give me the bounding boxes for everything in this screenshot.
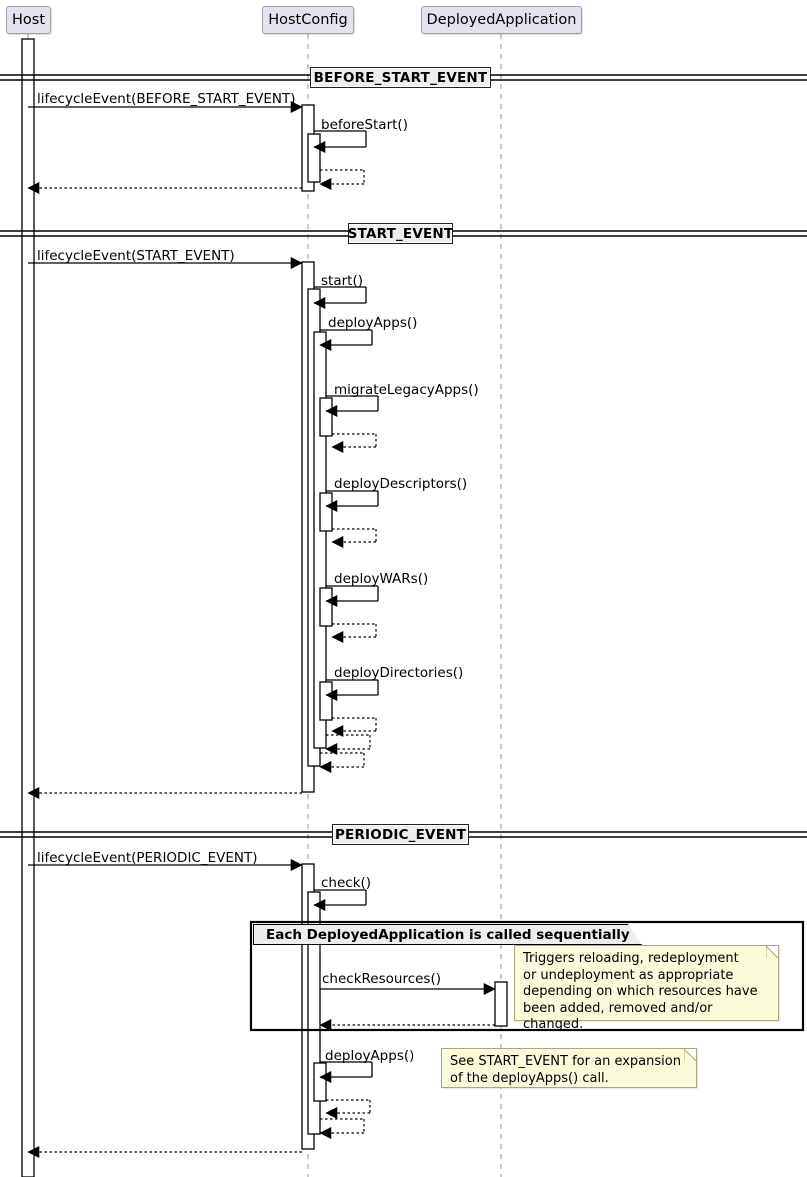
arrow-m11r-head	[319, 1127, 332, 1139]
message-label-m9: deployDirectories()	[334, 665, 464, 681]
note-fold-icon	[685, 1049, 696, 1060]
participant-deplapp[interactable]: DeployedApplication	[421, 6, 582, 34]
arrow-m5a-head	[319, 339, 332, 351]
note-fold-icon	[767, 946, 778, 957]
arrow-m12r-head	[319, 1019, 332, 1031]
arrow-m10-head	[290, 859, 303, 871]
message-label-m10: lifecycleEvent(PERIODIC_EVENT)	[37, 850, 258, 866]
note-deploy-apps-note: See START_EVENT for an expansion of the …	[441, 1048, 697, 1088]
message-label-m5: deployApps()	[328, 315, 418, 331]
note-fold-line-icon	[766, 946, 778, 958]
act-cfg-before-2	[307, 133, 321, 183]
arrow-m4r-head	[319, 761, 332, 773]
arrow-m6r-head	[331, 441, 344, 453]
arrow-m5r-head	[325, 743, 338, 755]
arrow-m3r-head	[27, 787, 40, 799]
arrow-m7r-head	[331, 536, 344, 548]
arrow-m10r-head	[27, 1146, 40, 1158]
message-label-m2: beforeStart()	[321, 117, 408, 133]
arrow-m12-head	[483, 983, 496, 995]
message-label-m1: lifecycleEvent(BEFORE_START_EVENT)	[37, 91, 296, 107]
arrow-m4a-head	[313, 297, 326, 309]
arrow-m13r-head	[325, 1107, 338, 1119]
message-label-m7: deployDescriptors()	[334, 476, 468, 492]
act-cfg-wars	[319, 587, 333, 627]
act-cfg-desc	[319, 492, 333, 532]
arrow-m1r-head	[27, 182, 40, 194]
arrow-m8a-head	[325, 595, 338, 607]
participant-host[interactable]: Host	[6, 6, 51, 34]
act-deplapp-chk	[494, 981, 508, 1027]
act-cfg-dep-2	[313, 1062, 327, 1102]
arrow-m3-head	[290, 257, 303, 269]
divider-periodic: PERIODIC_EVENT	[332, 824, 469, 845]
arrow-m9r-head	[331, 725, 344, 737]
message-label-m11: check()	[321, 875, 372, 891]
message-label-m12: checkResources()	[322, 971, 442, 987]
note-check-resources-note: Triggers reloading, redeployment or unde…	[514, 945, 779, 1032]
act-cfg-dirs	[319, 681, 333, 721]
arrow-m1-head	[290, 101, 303, 113]
arrow-m8r-head	[331, 631, 344, 643]
divider-start: START_EVENT	[348, 223, 453, 244]
arrow-m7a-head	[325, 500, 338, 512]
message-label-m4: start()	[321, 273, 363, 289]
note-fold-line-icon	[684, 1049, 696, 1061]
group-label-each-deployed-application: Each DeployedApplication is called seque…	[253, 924, 642, 945]
act-cfg-mig	[319, 397, 333, 437]
arrow-m2r-head	[319, 178, 332, 190]
message-label-m13: deployApps()	[325, 1048, 415, 1064]
act-host-main	[21, 38, 35, 1177]
message-label-m6: migrateLegacyApps()	[334, 382, 479, 398]
arrow-m11a-head	[313, 899, 326, 911]
arrow-m6a-head	[325, 405, 338, 417]
arrow-m9a-head	[325, 689, 338, 701]
message-label-m8: deployWARs()	[334, 571, 429, 587]
participant-config[interactable]: HostConfig	[262, 6, 354, 34]
arrow-m2a-head	[313, 141, 326, 153]
arrow-m13a-head	[319, 1071, 332, 1083]
group-frame-each-deployed-application	[249, 920, 805, 1032]
divider-before-start: BEFORE_START_EVENT	[310, 67, 491, 88]
message-label-m3: lifecycleEvent(START_EVENT)	[37, 248, 235, 264]
